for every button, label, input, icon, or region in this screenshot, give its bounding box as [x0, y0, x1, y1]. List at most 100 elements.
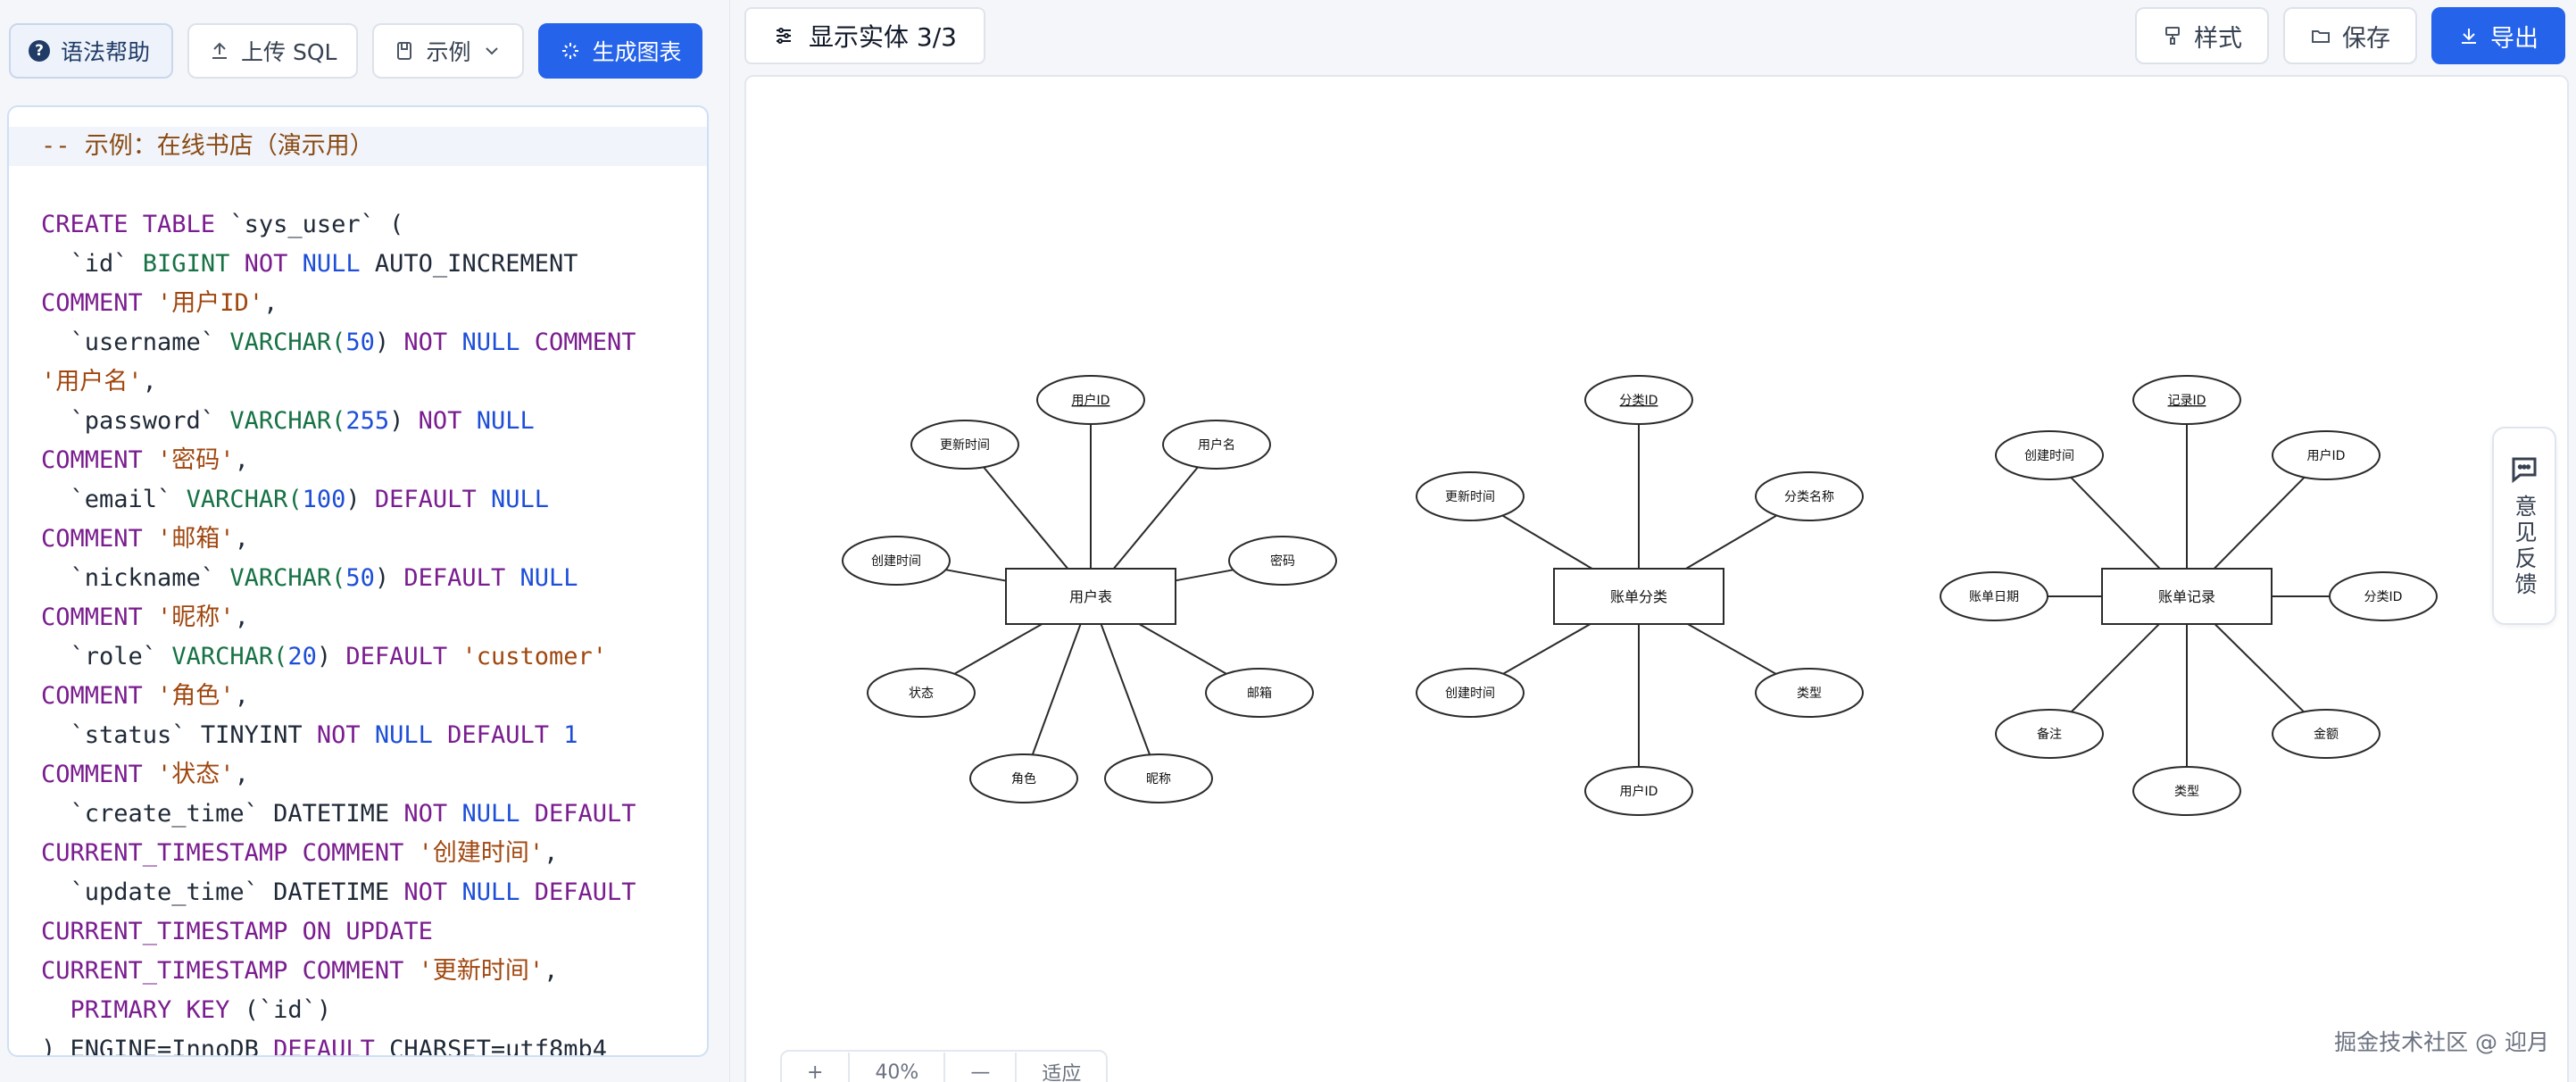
attribute-ellipse[interactable] [1940, 571, 2048, 621]
attribute-ellipse[interactable] [1995, 709, 2104, 759]
code-token: `status` [41, 721, 201, 749]
attribute-ellipse[interactable] [1755, 471, 1864, 521]
code-token: , [234, 603, 249, 631]
code-line: `id` BIGINT NOT NULL AUTO_INCREMENT [9, 245, 707, 284]
code-token: VARCHAR( [186, 486, 303, 513]
code-line: COMMENT '用户ID', [9, 284, 707, 323]
attribute-ellipse[interactable] [969, 753, 1078, 803]
example-label: 示例 [426, 39, 471, 65]
syntax-help-label: 语法帮助 [61, 39, 151, 65]
code-token: ) [389, 407, 419, 435]
entity-name: 账单记录 [2158, 588, 2215, 605]
syntax-help-button[interactable]: ? 语法帮助 [9, 23, 174, 79]
code-token: ) [316, 643, 346, 670]
attribute-ellipse[interactable] [1416, 668, 1525, 718]
left-toolbar: ? 语法帮助 上传 SQL 示例 生成图表 [9, 23, 703, 79]
entity-box[interactable] [1553, 568, 1724, 625]
attribute-label: 创建时间 [1445, 687, 1495, 701]
code-token: NOT [403, 878, 462, 906]
code-token: ) [345, 486, 375, 513]
code-token: COMMENT [534, 329, 636, 356]
attribute-ellipse[interactable] [2272, 709, 2381, 759]
code-token: NULL [461, 329, 535, 356]
export-button[interactable]: 导出 [2431, 7, 2565, 64]
attribute-ellipse[interactable] [1755, 668, 1864, 718]
attribute-ellipse[interactable] [2132, 766, 2241, 816]
zoom-fit-button[interactable]: 适应 [1042, 1063, 1082, 1082]
upload-sql-button[interactable]: 上传 SQL [187, 23, 359, 79]
upload-sql-label: 上传 SQL [241, 39, 337, 65]
code-token: CURRENT_TIMESTAMP [41, 918, 303, 945]
generate-chart-button[interactable]: 生成图表 [538, 23, 703, 79]
attribute-ellipse[interactable] [1162, 420, 1271, 470]
sparkle-icon [562, 43, 579, 59]
code-token: , [234, 682, 249, 710]
attribute-ellipse[interactable] [1104, 753, 1213, 803]
attribute-ellipse[interactable] [1584, 766, 1693, 816]
primary-key-attribute: 记录ID [2168, 394, 2206, 408]
code-token: 100 [302, 486, 346, 513]
zoom-out-button[interactable]: — [945, 1052, 1018, 1082]
code-token: NOT [244, 250, 303, 278]
relationship-line [1100, 623, 1151, 755]
zoom-level: 40% [850, 1052, 946, 1082]
code-token: COMMENT [41, 761, 158, 788]
generate-chart-label: 生成图表 [592, 39, 682, 65]
save-button[interactable]: 保存 [2283, 7, 2417, 64]
relationship-line [983, 466, 1069, 570]
sql-code[interactable]: -- 示例：在线书店（演示用） CREATE TABLE `sys_user` … [9, 107, 707, 1057]
attribute-ellipse[interactable] [1995, 430, 2104, 480]
relationship-line [1112, 466, 1199, 570]
attribute-ellipse[interactable] [1036, 375, 1145, 425]
code-token: `id` [41, 250, 143, 278]
code-line: `nickname` VARCHAR(50) DEFAULT NULL [9, 559, 707, 598]
attribute-ellipse[interactable] [842, 536, 951, 586]
code-token: DEFAULT [447, 721, 564, 749]
export-label: 导出 [2490, 24, 2539, 53]
code-token: `email` [41, 486, 187, 513]
feedback-button[interactable]: 意见反馈 [2492, 427, 2556, 625]
code-token: ) [374, 329, 404, 356]
code-line: `update_time` DATETIME NOT NULL DEFAULT [9, 873, 707, 912]
code-token: NOT [403, 800, 462, 828]
attribute-label: 分类ID [2364, 590, 2403, 604]
code-token: NULL [302, 250, 375, 278]
code-token: BIGINT [142, 250, 245, 278]
attribute-ellipse[interactable] [1205, 668, 1314, 718]
entity-box[interactable] [1005, 568, 1176, 625]
entity-box[interactable] [2101, 568, 2273, 625]
style-button[interactable]: 样式 [2135, 7, 2269, 64]
code-token: DEFAULT [374, 486, 491, 513]
attribute-ellipse[interactable] [1228, 536, 1337, 586]
code-token: CURRENT_TIMESTAMP [41, 957, 303, 985]
code-line: `password` VARCHAR(255) NOT NULL [9, 402, 707, 441]
code-token: DEFAULT [345, 643, 462, 670]
code-line: `email` VARCHAR(100) DEFAULT NULL [9, 480, 707, 520]
example-dropdown[interactable]: 示例 [372, 23, 525, 79]
attribute-label: 创建时间 [871, 554, 921, 569]
sql-editor[interactable]: -- 示例：在线书店（演示用） CREATE TABLE `sys_user` … [7, 105, 709, 1057]
attribute-ellipse[interactable] [867, 668, 976, 718]
attribute-ellipse[interactable] [2272, 430, 2381, 480]
attribute-label: 密码 [1270, 553, 1295, 569]
code-token: DEFAULT [273, 1036, 390, 1057]
attribute-ellipse[interactable] [2132, 375, 2241, 425]
relationship-line [2213, 476, 2306, 570]
attribute-ellipse[interactable] [2329, 571, 2438, 621]
relationship-line [1175, 569, 1234, 582]
er-diagram[interactable]: 用户表用户ID用户名密码邮箱昵称角色状态创建时间更新时间账单分类分类ID分类名称… [746, 77, 2569, 1082]
attribute-ellipse[interactable] [1584, 375, 1693, 425]
zoom-in-button[interactable]: + [782, 1052, 851, 1082]
show-entities-button[interactable]: 显示实体 3/3 [744, 7, 985, 64]
attribute-label: 用户ID [1620, 784, 1658, 799]
attribute-ellipse[interactable] [910, 420, 1019, 470]
code-line: `create_time` DATETIME NOT NULL DEFAULT [9, 795, 707, 834]
code-token: 50 [345, 329, 375, 356]
attribute-label: 更新时间 [940, 438, 990, 453]
code-line: COMMENT '状态', [9, 755, 707, 795]
attribute-ellipse[interactable] [1416, 471, 1525, 521]
